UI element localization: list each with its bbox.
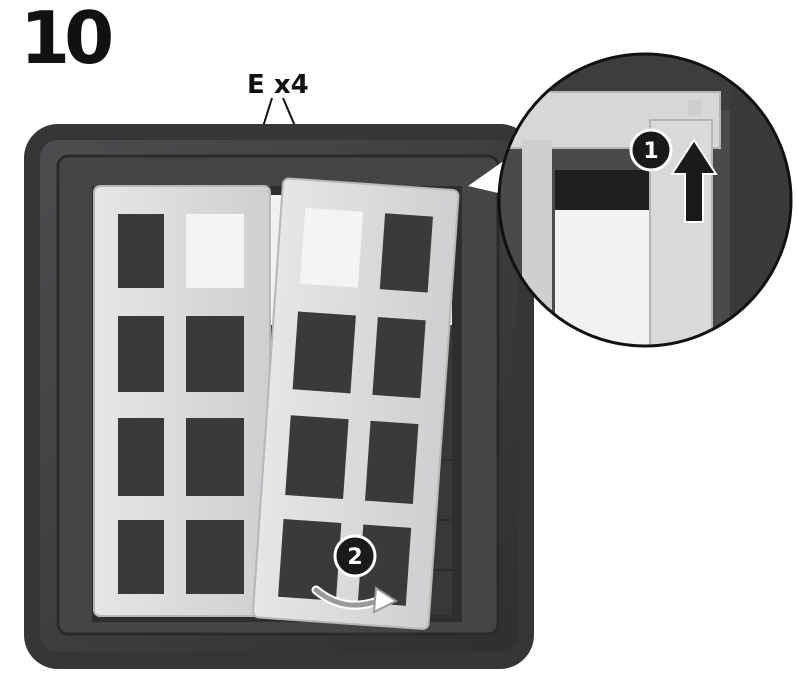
callout-1: 1 xyxy=(629,128,718,223)
grille-left xyxy=(93,185,271,617)
step-number: 10 xyxy=(20,0,114,80)
part-label: E x4 xyxy=(247,70,309,100)
arrow-up-icon xyxy=(670,138,718,223)
callout-2-badge xyxy=(333,534,377,578)
grille-right xyxy=(252,177,460,630)
callout-2: 2 xyxy=(311,534,399,614)
callout-1-number: 1 xyxy=(643,139,658,164)
callout-2-number: 2 xyxy=(347,545,362,570)
detail-magnifier xyxy=(497,52,793,348)
callout-1-badge xyxy=(629,128,673,172)
